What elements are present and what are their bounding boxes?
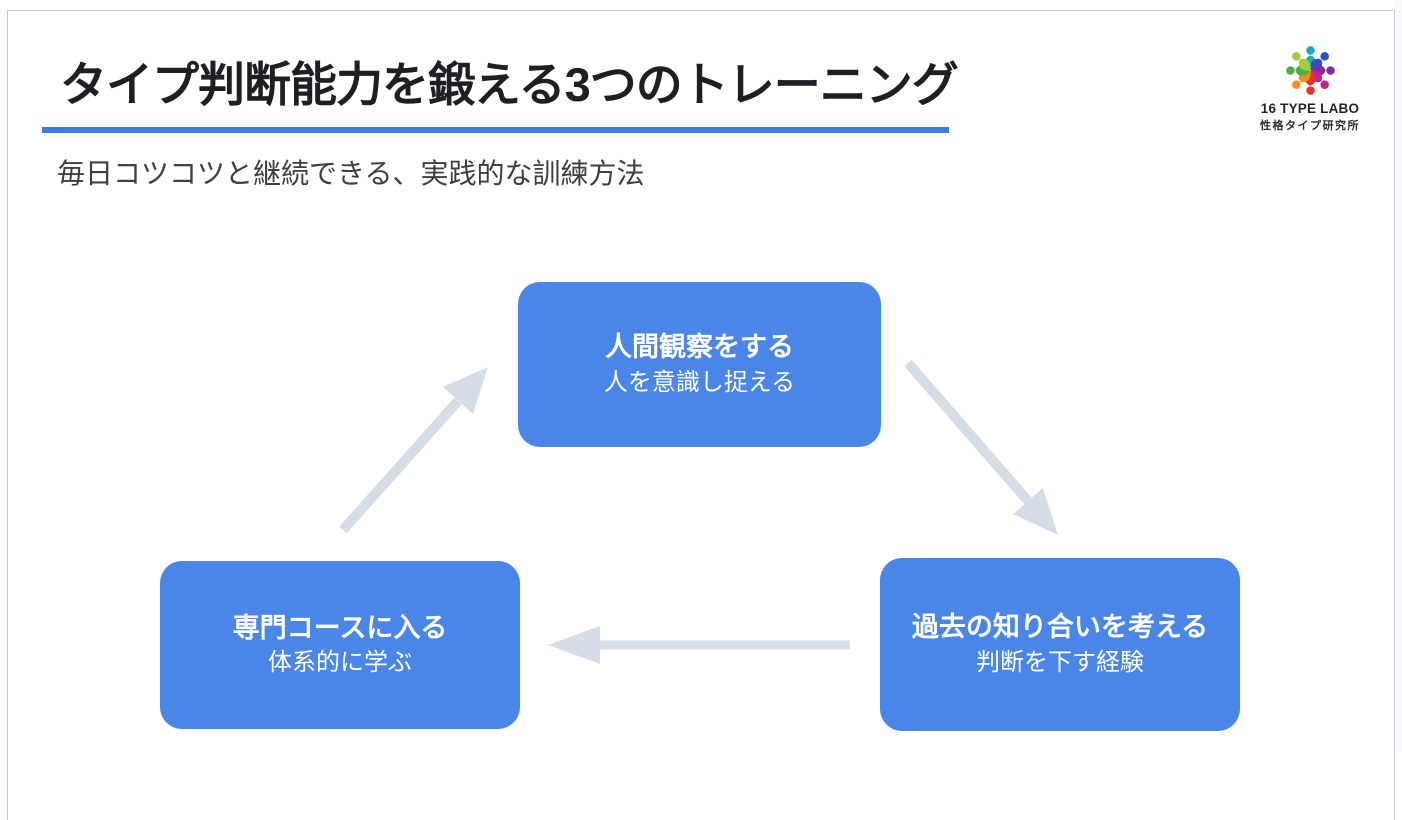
page-title: タイプ判断能力を鍛える3つのトレーニング: [60, 58, 959, 111]
logo-subname: 性格タイプ研究所: [1260, 120, 1360, 132]
node-title: 専門コースに入る: [232, 612, 448, 643]
title-underline: [42, 127, 949, 133]
brand-logo: 16 TYPE LABO 性格タイプ研究所: [1252, 42, 1368, 133]
node-title: 人間観察をする: [605, 332, 794, 363]
node-subtitle: 判断を下す経験: [976, 648, 1144, 676]
logo-name: 16 TYPE LABO: [1260, 101, 1360, 116]
cycle-node-specialized-course: 専門コースに入る 体系的に学ぶ: [160, 561, 520, 729]
node-title: 過去の知り合いを考える: [911, 612, 1209, 643]
page-margin-strip: [1395, 0, 1402, 752]
page-subtitle: 毎日コツコツと継続できる、実践的な訓練方法: [57, 158, 645, 189]
cycle-node-observe: 人間観察をする 人を意識し捉える: [518, 282, 881, 447]
node-subtitle: 体系的に学ぶ: [268, 649, 412, 677]
people-circle-icon: [1285, 46, 1335, 95]
node-subtitle: 人を意識し捉える: [603, 368, 796, 396]
cycle-node-past-acquaintances: 過去の知り合いを考える 判断を下す経験: [880, 558, 1240, 731]
